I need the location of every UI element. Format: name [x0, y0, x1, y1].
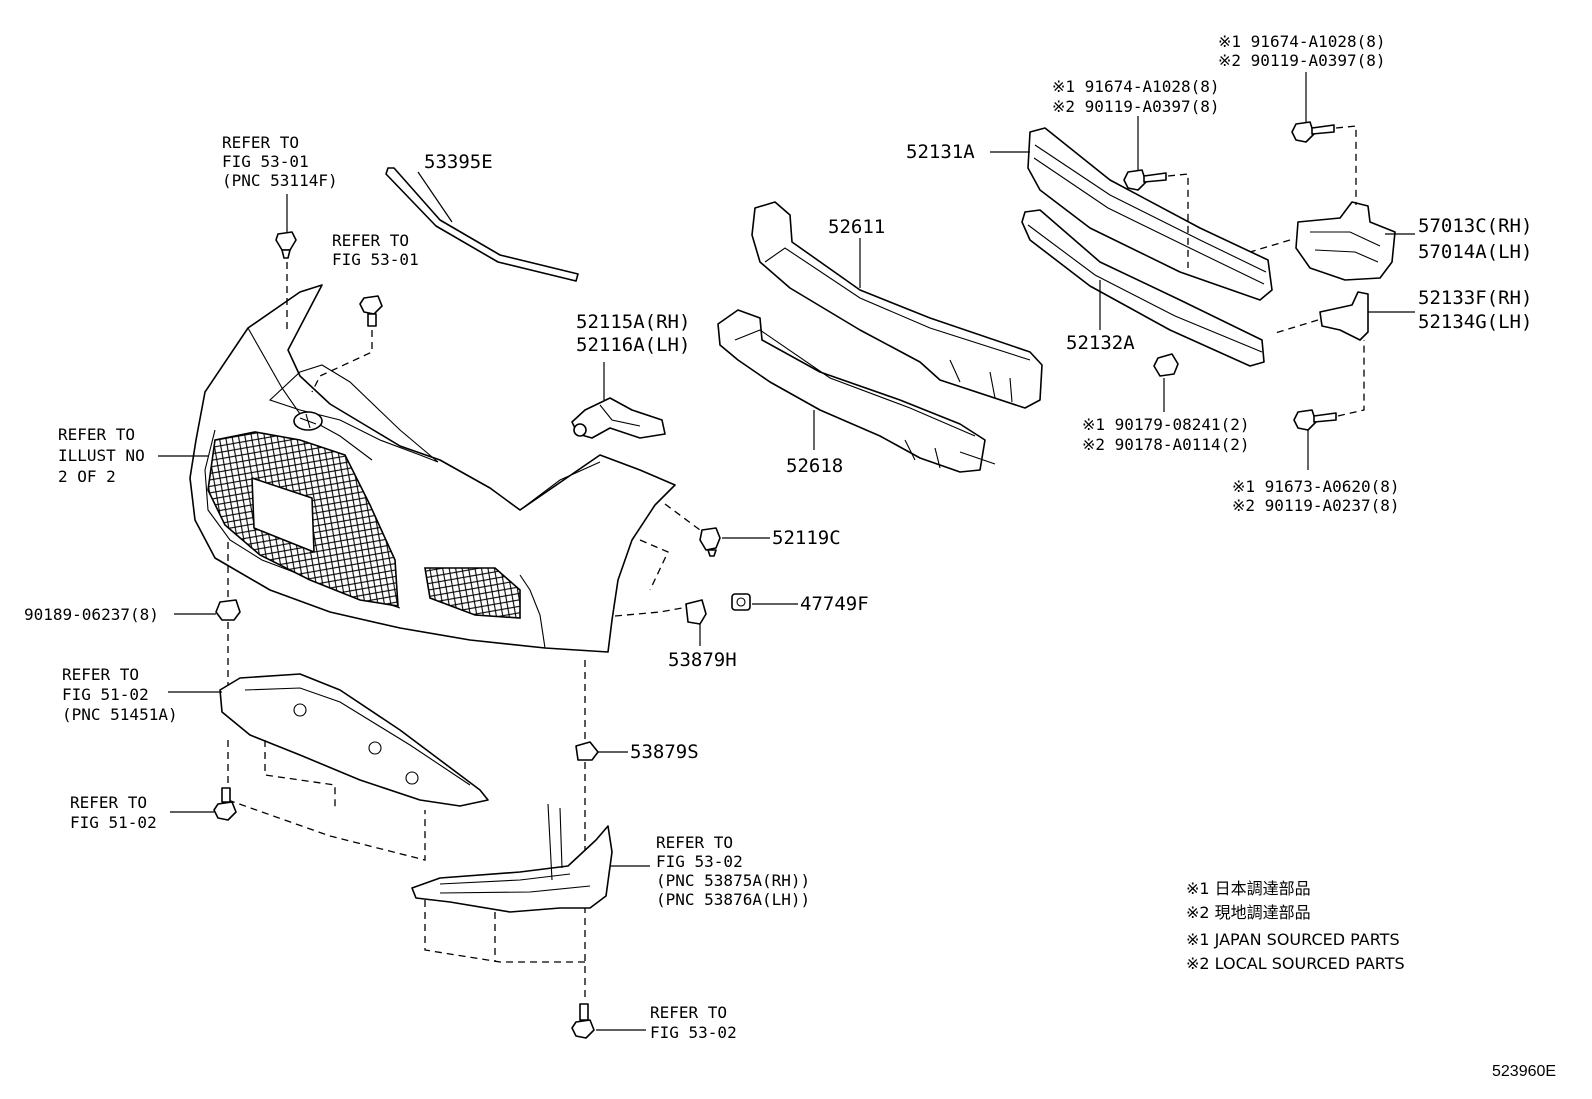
bolt-top-right-icon — [1291, 121, 1335, 143]
label-52115a: 52115A(RH) 52116A(LH) — [576, 311, 702, 356]
label-52132a: 52132A — [1066, 332, 1135, 354]
part-52131a-reinforcement — [1027, 127, 1273, 301]
legend: ※1 日本調達部品 ※2 現地調達部品 ※1 JAPAN SOURCED PAR… — [1186, 879, 1405, 973]
label-57013c: 57013C(RH) 57014A(LH) — [1418, 215, 1544, 263]
label-47749f: 47749F — [800, 593, 869, 615]
label-52119c: 52119C — [772, 527, 841, 549]
label-refer-fig5302: REFER TO FIG 53-02 — [650, 1003, 737, 1042]
label-bolt-mid: ※1 91674-A1028(8) ※2 90119-A0397(8) — [1052, 77, 1229, 116]
label-bolt-top: ※1 91674-A1028(8) ※2 90119-A0397(8) — [1218, 32, 1395, 70]
part-52133f-bracket — [1319, 291, 1369, 341]
bolt-fig5301-icon — [359, 295, 383, 327]
label-refer-fig5102: REFER TO FIG 51-02 — [70, 793, 157, 832]
bolt-mid-icon — [1123, 169, 1167, 191]
bracket-53879s-icon — [575, 741, 599, 761]
diagram-code: 523960E — [1492, 1063, 1556, 1080]
part-57013c-bracket — [1295, 201, 1396, 281]
label-53395e: 53395E — [424, 151, 493, 173]
legend-item: ※2 現地調達部品 — [1186, 903, 1311, 922]
label-bolt-low: ※1 91673-A0620(8) ※2 90119-A0237(8) — [1232, 477, 1409, 515]
label-52133f: 52133F(RH) 52134G(LH) — [1418, 287, 1544, 333]
label-53879h: 53879H — [668, 649, 737, 671]
bolt-low-icon — [1293, 409, 1337, 431]
engine-under-cover — [219, 673, 489, 807]
part-53395e-moulding — [385, 167, 579, 282]
label-refer-fig5301: REFER TO FIG 53-01 — [332, 231, 419, 269]
label-refer-fig5102-pnc: REFER TO FIG 51-02 (PNC 51451A) — [62, 665, 178, 724]
clip-90189-icon — [215, 599, 241, 621]
label-nut: ※1 90179-08241(2) ※2 90178-A0114(2) — [1082, 415, 1259, 454]
bracket-53879h-icon — [685, 599, 707, 625]
label-53879s: 53879S — [630, 741, 699, 763]
label-52618: 52618 — [786, 455, 843, 477]
part-52132a-bar — [1021, 209, 1265, 367]
bolt-fig5102-icon — [213, 787, 237, 821]
bolt-fig5302-icon — [571, 1003, 595, 1039]
legend-item: ※1 日本調達部品 — [1186, 879, 1311, 898]
part-52611-absorber — [751, 201, 1043, 409]
clip-47749f-icon — [731, 593, 751, 611]
label-52131a: 52131A — [906, 141, 975, 163]
legend-item: ※1 JAPAN SOURCED PARTS — [1186, 930, 1400, 949]
clip-53114f-icon — [275, 231, 297, 259]
label-refer-fig5302-pnc: REFER TO FIG 53-02 (PNC 53875A(RH)) (PNC… — [656, 833, 820, 909]
license-plate-area — [251, 477, 315, 553]
nut-icon — [1153, 353, 1179, 377]
front-grille — [207, 431, 521, 619]
label-52611: 52611 — [828, 216, 885, 238]
label-90189: 90189-06237(8) — [24, 605, 159, 624]
clip-52119c-icon — [699, 527, 721, 557]
fender-liner-lower — [411, 803, 613, 913]
label-refer-fig5301-pnc: REFER TO FIG 53-01 (PNC 53114F) — [222, 133, 338, 190]
part-52115a-bracket — [571, 397, 666, 439]
part-52618-absorber — [717, 309, 996, 473]
legend-item: ※2 LOCAL SOURCED PARTS — [1186, 954, 1405, 973]
label-refer-illust: REFER TO ILLUST NO 2 OF 2 — [58, 425, 154, 486]
